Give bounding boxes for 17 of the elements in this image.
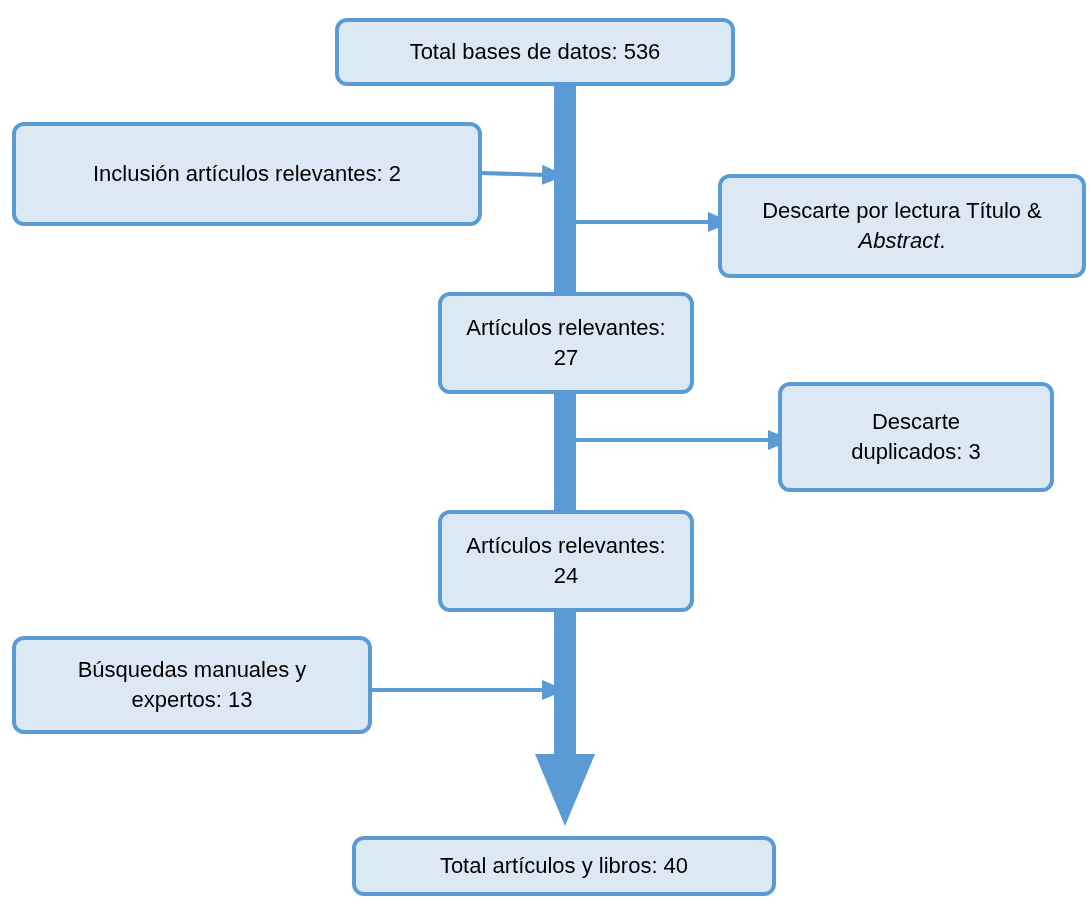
box-text: Búsquedas manuales y expertos: 13 (76, 656, 308, 714)
process-box (12, 636, 372, 734)
process-box (352, 836, 776, 896)
process-box (12, 122, 482, 226)
box-text: Total artículos y libros: 40 (439, 852, 689, 880)
box-text: Artículos relevantes: 24 (466, 532, 666, 590)
process-box (718, 174, 1086, 278)
box-text: Artículos relevantes: 27 (466, 314, 666, 372)
process-box (335, 18, 735, 86)
arrow (535, 612, 595, 826)
box-text: Inclusión artículos relevantes: 2 (92, 160, 402, 188)
box-text: Total bases de datos: 536 (409, 38, 661, 66)
box-text: Descarte duplicados: 3 (850, 408, 982, 466)
box-text: Descarte por lectura Título & Abstract. (761, 197, 1043, 255)
process-box (438, 510, 694, 612)
process-box (778, 382, 1054, 492)
process-box (438, 292, 694, 394)
